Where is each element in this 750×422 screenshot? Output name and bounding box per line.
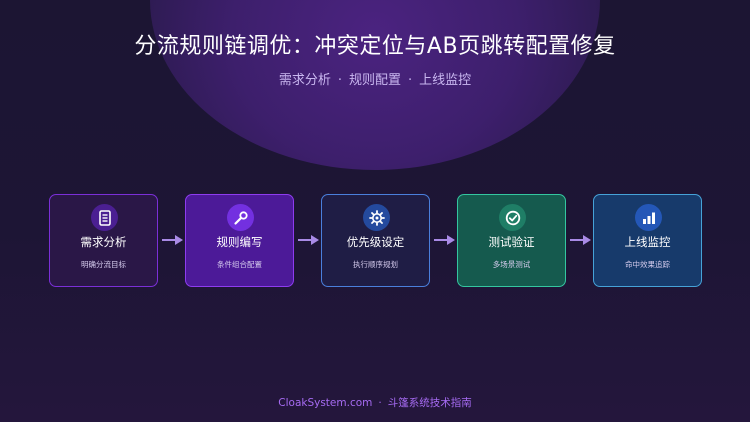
subtitle-item-config: 规则配置 [348, 73, 401, 88]
wrench-icon [227, 204, 254, 231]
step-label: 需求分析 [80, 235, 127, 249]
step-description: 命中效果追踪 [625, 260, 670, 269]
step-label: 优先级设定 [346, 235, 405, 249]
subtitle-item-monitor: 上线监控 [419, 73, 472, 88]
step-description: 条件组合配置 [217, 260, 262, 269]
bar-chart-icon [635, 204, 662, 231]
arrow-right-icon [434, 235, 455, 245]
footer-tagline: 斗篷系统技术指南 [387, 397, 472, 409]
gear-icon [363, 204, 390, 231]
page-title: 分流规则链调优：冲突定位与AB页跳转配置修复 [134, 34, 616, 59]
subtitle: 需求分析 · 规则配置 · 上线监控 [0, 69, 750, 88]
footer: CloakSystem.com · 斗篷系统技术指南 [0, 395, 750, 410]
step-card-requirements: 需求分析 明确分流目标 [49, 194, 158, 287]
subtitle-separator: · [337, 73, 342, 88]
step-card-rule-writing: 规则编写 条件组合配置 [185, 194, 294, 287]
step-description: 多场景测试 [492, 260, 531, 269]
step-description: 执行顺序规划 [353, 260, 398, 269]
check-circle-icon [499, 204, 526, 231]
step-card-monitoring: 上线监控 命中效果追踪 [593, 194, 702, 287]
footer-separator: · [378, 397, 382, 409]
document-icon [91, 204, 118, 231]
step-label: 规则编写 [216, 235, 263, 249]
subtitle-item-requirements: 需求分析 [278, 73, 331, 88]
step-label: 测试验证 [488, 235, 535, 249]
step-card-testing: 测试验证 多场景测试 [457, 194, 566, 287]
arrow-right-icon [162, 235, 183, 245]
arrow-right-icon [298, 235, 319, 245]
footer-brand: CloakSystem.com [278, 397, 373, 409]
step-label: 上线监控 [624, 235, 671, 249]
step-card-priority: 优先级设定 执行顺序规划 [321, 194, 430, 287]
subtitle-separator: · [408, 73, 413, 88]
step-description: 明确分流目标 [81, 260, 126, 269]
arrow-right-icon [570, 235, 591, 245]
